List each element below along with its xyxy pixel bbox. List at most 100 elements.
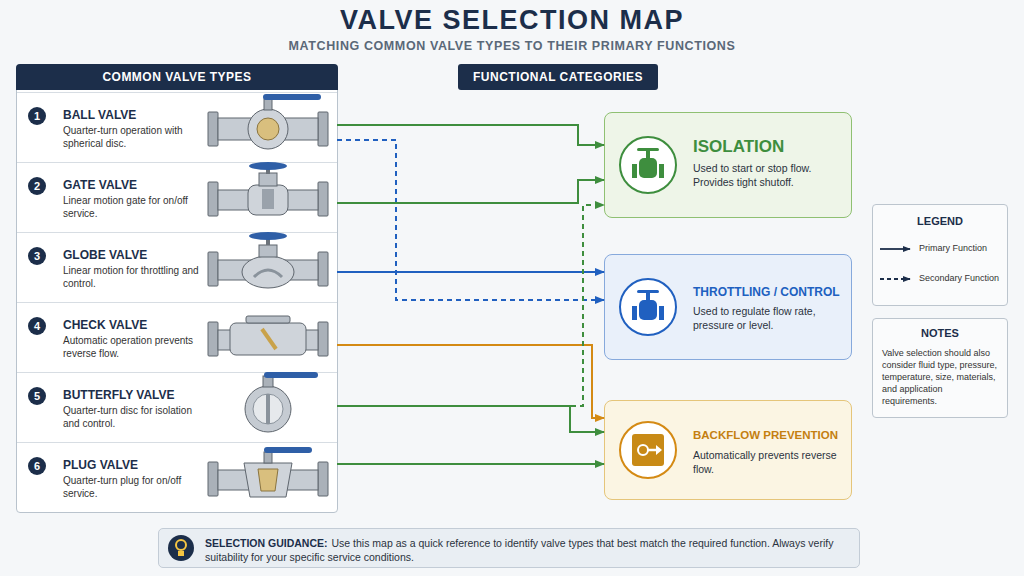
throttling-icon — [659, 306, 664, 320]
valve-list-panel: COMMON VALVE TYPESBALL VALVEQuarter-turn… — [16, 64, 338, 513]
notes-title: NOTES — [873, 327, 1007, 339]
connector-arrow — [337, 271, 604, 273]
isolation-icon — [646, 151, 650, 159]
category-description: Used to start or stop flow. Provides tig… — [693, 162, 847, 189]
lightbulb-icon — [176, 540, 186, 550]
ball-valve-illustration — [257, 118, 279, 140]
isolation-icon — [659, 164, 664, 178]
globe-valve-illustration — [249, 232, 287, 240]
backflow-icon — [620, 422, 676, 478]
connector-arrow — [337, 180, 604, 203]
throttling-icon — [646, 293, 650, 301]
valve-name: GLOBE VALVE — [63, 248, 147, 262]
gate-valve-illustration — [259, 173, 277, 186]
check-valve-illustration — [318, 322, 328, 356]
throttling-icon — [632, 306, 637, 320]
valve-row: PLUG VALVE Quarter-turn plug for on/off s… — [17, 442, 337, 512]
valve-name: CHECK VALVE — [63, 318, 147, 332]
valve-name: BALL VALVE — [63, 108, 136, 122]
valve-row: BUTTERFLY VALVE Quarter-turn disc for iso… — [17, 372, 337, 442]
legend-box: LEGEND Primary FunctionSecondary Function — [872, 204, 1008, 306]
legend-item: Primary Function — [879, 241, 1005, 257]
throttling-icon — [620, 279, 676, 335]
plug-valve-illustration — [218, 470, 318, 490]
ball-valve-illustration — [208, 94, 328, 149]
callout-number-text: 5 — [28, 387, 46, 405]
check-valve-illustration — [218, 330, 318, 350]
butterfly-valve-illustration — [245, 372, 318, 432]
category-title: ISOLATION — [693, 137, 784, 157]
isolation-icon — [620, 137, 676, 193]
throttling-icon — [637, 290, 659, 293]
check-valve-illustration — [262, 329, 276, 349]
globe-valve-illustration — [266, 236, 270, 245]
gate-valve-illustration — [266, 166, 270, 174]
isolation-icon — [639, 158, 657, 178]
butterfly-valve-illustration — [253, 394, 283, 424]
globe-valve-illustration — [218, 260, 318, 280]
guidance-heading: SELECTION GUIDANCE: — [205, 537, 328, 549]
butterfly-valve-illustration — [264, 372, 318, 378]
legend-item: Secondary Function — [879, 271, 1005, 287]
gate-valve-illustration — [262, 189, 274, 209]
globe-valve-illustration — [318, 252, 328, 286]
backflow-icon — [632, 434, 664, 466]
diagram-title: VALVE SELECTION MAP — [0, 5, 1024, 36]
backflow-icon — [638, 445, 648, 455]
lightbulb-icon — [168, 535, 194, 561]
callout-number-text: 6 — [28, 457, 46, 475]
ball-valve-illustration — [264, 99, 272, 110]
notes-text: Valve selection should also consider flu… — [882, 347, 999, 407]
category-box: BACKFLOW PREVENTIONAutomatically prevent… — [604, 400, 852, 500]
valve-description: Quarter-turn disc for isolation and cont… — [63, 405, 199, 430]
valve-row: GATE VALVELinear motion gate for on/off … — [17, 162, 337, 232]
ball-valve-illustration — [218, 118, 318, 140]
connector-arrow — [337, 406, 604, 432]
connector-arrow — [337, 125, 604, 145]
ball-valve-illustration — [248, 109, 288, 149]
throttling-icon — [639, 300, 657, 320]
callout-number-text: 2 — [28, 177, 46, 195]
gate-valve-illustration — [249, 162, 287, 170]
guidance-box: SELECTION GUIDANCE:Use this map as a qui… — [158, 528, 860, 568]
category-box: THROTTLING / CONTROLUsed to regulate flo… — [604, 254, 852, 360]
valve-name: BUTTERFLY VALVE — [63, 388, 175, 402]
valve-description: Linear motion for throttling and control… — [63, 265, 199, 290]
plug-valve-illustration — [208, 462, 218, 496]
legend-line-sample — [880, 248, 910, 250]
valve-name: PLUG VALVE — [63, 458, 138, 472]
category-header-band: FUNCTIONAL CATEGORIES — [458, 64, 658, 90]
ball-valve-illustration — [208, 112, 218, 146]
globe-valve-illustration — [208, 252, 218, 286]
gate-valve-illustration — [318, 182, 328, 216]
notes-box: NOTES Valve selection should also conside… — [872, 318, 1008, 418]
connector-group — [337, 125, 604, 464]
backflow-icon — [620, 422, 676, 478]
category-title: THROTTLING / CONTROL — [693, 285, 840, 299]
gate-valve-illustration — [248, 185, 288, 215]
legend-line-sample — [880, 278, 910, 280]
valve-description: Quarter-turn plug for on/off service. — [63, 475, 199, 500]
valve-description: Linear motion gate for on/off service. — [63, 195, 199, 220]
plug-valve-illustration — [208, 447, 328, 497]
ball-valve-illustration — [318, 112, 328, 146]
lightbulb-icon — [168, 535, 194, 561]
throttling-icon — [620, 279, 676, 335]
panel-header: COMMON VALVE TYPES — [16, 64, 338, 90]
gate-valve-illustration — [208, 162, 328, 216]
plug-valve-illustration — [264, 452, 272, 463]
legend-title: LEGEND — [873, 215, 1007, 227]
callout-number: 5 — [28, 387, 46, 405]
butterfly-valve-illustration — [263, 376, 273, 387]
callout-number: 1 — [28, 107, 46, 125]
valve-row: BALL VALVEQuarter-turn operation with sp… — [17, 92, 337, 162]
check-valve-illustration — [208, 316, 328, 356]
valve-row: GLOBE VALVE Linear motion for throttling … — [17, 232, 337, 302]
butterfly-valve-illustration — [266, 394, 270, 424]
check-valve-illustration — [230, 323, 306, 355]
backflow-icon — [648, 449, 657, 452]
subtitle: MATCHING COMMON VALVE TYPES TO THEIR PRI… — [0, 39, 1024, 53]
callout-number-text: 4 — [28, 317, 46, 335]
